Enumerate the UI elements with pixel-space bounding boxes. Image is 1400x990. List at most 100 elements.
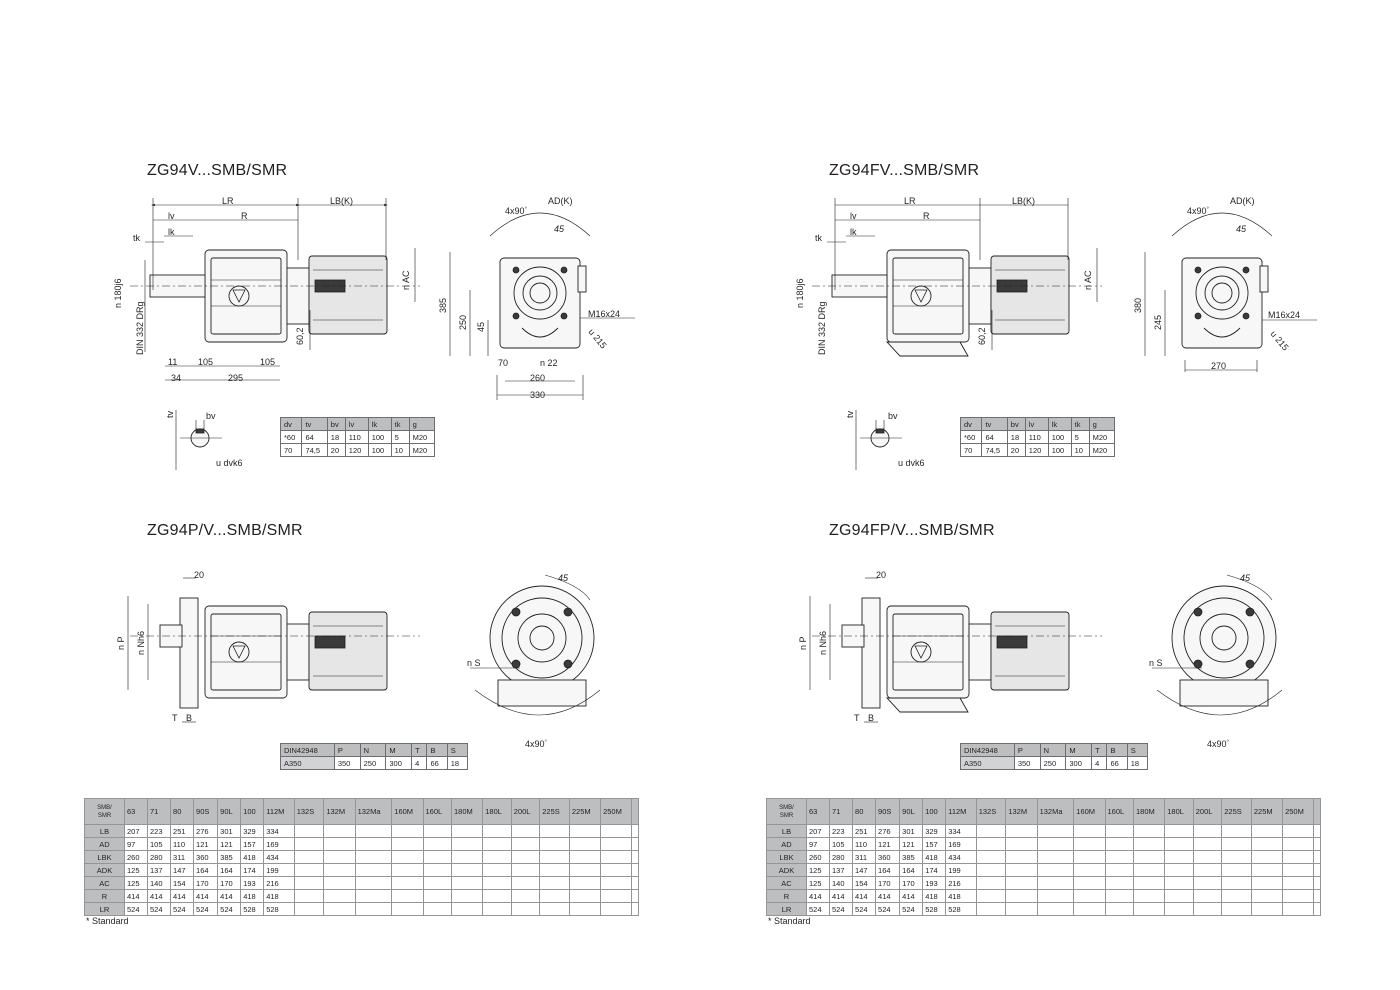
flange-table-cell: 18 — [1126, 756, 1149, 770]
dim-table-cell: 170 — [899, 876, 924, 890]
dim-table-row-label: LB — [84, 824, 125, 838]
dim-LR: LR — [222, 196, 234, 206]
dim-table-cell: 418 — [240, 850, 265, 864]
dim-table-cell — [1313, 863, 1321, 877]
shaft-table-header-cell: lv — [1024, 417, 1049, 431]
dim-table-cell — [568, 863, 602, 877]
dim-table-cell: 223 — [829, 824, 854, 838]
flange-table-header-cell: B — [1106, 743, 1128, 757]
shaft-table-header-cell: dv — [959, 417, 983, 431]
dim-table-col-header: 63 — [123, 798, 149, 825]
dim-table-col-header: 90L — [899, 798, 924, 825]
dim-table-cell: 164 — [875, 863, 901, 877]
dim-45-3: 45 — [558, 573, 569, 583]
flange-table-header-cell: T — [411, 743, 428, 757]
dim-table-cell: 121 — [193, 837, 219, 851]
dim-105b: 105 — [260, 357, 275, 367]
dim-table-col-header: 200L — [510, 798, 541, 825]
dim-table-cell: 311 — [170, 850, 195, 864]
dim-4x90-2: 4x90° — [1187, 206, 1210, 216]
dim-table-cell: 524 — [123, 902, 149, 916]
dim-table-cell: 418 — [922, 850, 947, 864]
dim-table-cell: 169 — [945, 837, 977, 851]
dim-table-cell — [1036, 850, 1075, 864]
dim-table-row-label: LB — [766, 824, 807, 838]
dim-table-col-header: 132M — [323, 798, 356, 825]
shaft-table-header-cell: tv — [301, 417, 328, 431]
dim-table-cell — [1282, 837, 1315, 851]
dim-45: 45 — [554, 224, 565, 234]
dim-table-row-label: LBK — [766, 850, 807, 864]
dim-table-cell — [539, 876, 570, 890]
dim-R-2: R — [923, 211, 930, 221]
dim-table-col-header: 71 — [829, 798, 854, 825]
dim-udvk6-2: u dvk6 — [898, 458, 925, 468]
flange-table-header-cell: N — [359, 743, 387, 757]
dim-table-cell — [1073, 863, 1106, 877]
dim-70: 70 — [498, 358, 508, 368]
dim-table-cell: 121 — [875, 837, 901, 851]
dim-table-cell — [451, 837, 484, 851]
dim-table-cell — [1282, 902, 1315, 916]
dim-table-cell: 418 — [945, 889, 977, 903]
dim-table-col-header: 200L — [1192, 798, 1223, 825]
dim-table-cell: 414 — [147, 889, 172, 903]
flange-table-cell: 350 — [1013, 756, 1041, 770]
dim-table-cell — [1133, 889, 1166, 903]
dim-295: 295 — [228, 373, 243, 383]
shaft-table-cell: 110 — [344, 430, 369, 444]
dim-table-cell: 140 — [829, 876, 854, 890]
panel-title-zg94pv: ZG94P/V...SMB/SMR — [147, 522, 303, 539]
dim-table-cell — [391, 863, 424, 877]
dim-table-cell — [354, 902, 393, 916]
dim-n180j6: n 180j6 — [113, 278, 123, 308]
dim-table-cell — [422, 837, 453, 851]
dim-table-cell: 170 — [193, 876, 219, 890]
panel-zg94fpv-side — [809, 577, 1102, 723]
dim-table-col-header: 225M — [1250, 798, 1284, 825]
dim-table-cell: 414 — [899, 889, 924, 903]
dim-table-row-label: AD — [84, 837, 125, 851]
dim-table-row-label: AC — [766, 876, 807, 890]
dim-table-cell — [482, 876, 512, 890]
dim-table-cell — [482, 863, 512, 877]
shaft-table-cell: 18 — [1006, 430, 1026, 444]
shaft-table-header-cell: lv — [344, 417, 369, 431]
dim-table-cell — [354, 837, 393, 851]
dim-table-cell — [631, 850, 639, 864]
dim-table-cell — [323, 876, 356, 890]
dim-table-row-label: ADK — [84, 863, 125, 877]
dim-table-cell: 97 — [123, 837, 149, 851]
dim-table-cell — [1313, 889, 1321, 903]
dim-60-2-2: 60,2 — [977, 327, 987, 345]
dim-table-cell: 301 — [217, 824, 242, 838]
dim-table-cell: 524 — [829, 902, 854, 916]
dim-table-cell — [1282, 850, 1315, 864]
dim-table-row-label: LR — [84, 902, 125, 916]
dim-table-col-header: 100 — [922, 798, 947, 825]
flange-table-header-cell: S — [1126, 743, 1149, 757]
dim-tv-2: tv — [845, 410, 855, 418]
dim-table-cell — [391, 876, 424, 890]
dim-u215-2: u 215 — [1268, 329, 1290, 353]
dim-table-cell — [1282, 876, 1315, 890]
dim-table-cell — [323, 837, 356, 851]
dim-table-cell: 251 — [170, 824, 195, 838]
dim-table-cell — [1192, 902, 1223, 916]
dim-table-cell: 524 — [193, 902, 219, 916]
dim-table-cell — [422, 824, 453, 838]
dim-table-cell — [1192, 889, 1223, 903]
dim-table-cell: 193 — [240, 876, 265, 890]
dim-table-cell — [482, 824, 512, 838]
dim-table-cell — [354, 863, 393, 877]
dim-table-cell — [600, 902, 633, 916]
dim-table-cell — [1221, 863, 1252, 877]
dim-table-cell: 329 — [922, 824, 947, 838]
